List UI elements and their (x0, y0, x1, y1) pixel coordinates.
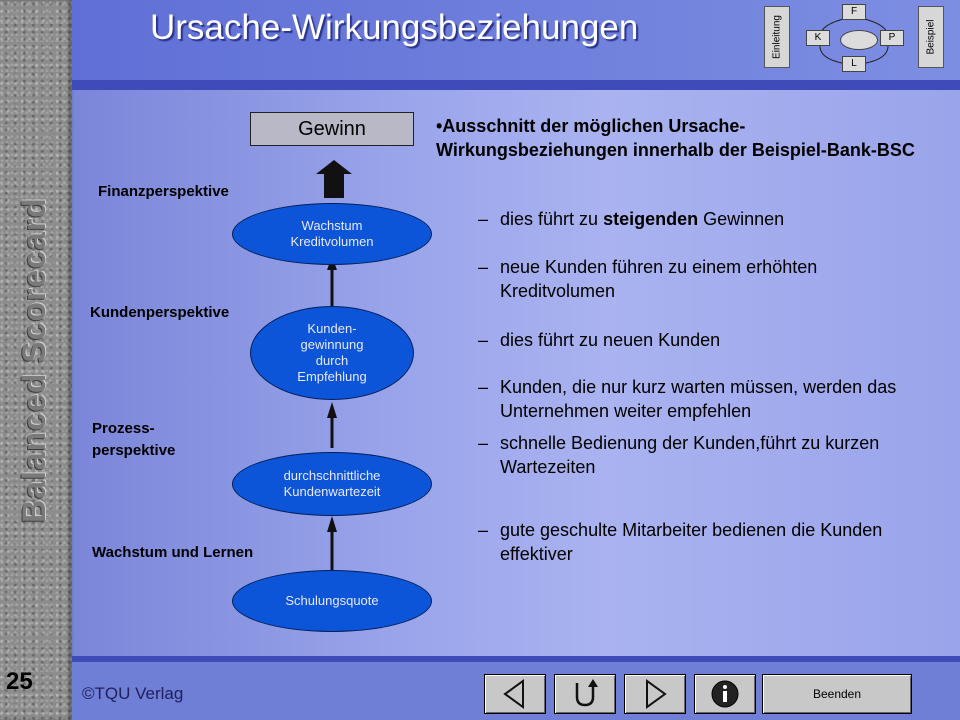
nav-box-l[interactable]: L (842, 56, 866, 72)
node-schulungsquote: Schulungsquote (232, 570, 432, 632)
nav-tab-einleitung-label: Einleitung (771, 15, 783, 59)
footer-divider (72, 656, 960, 662)
bullet-item: – dies führt zu steigenden Gewinnen (478, 208, 918, 232)
return-icon (575, 679, 598, 707)
dash-marker: – (478, 257, 489, 277)
header-divider (72, 80, 960, 90)
label-kundenperspektive: Kundenperspektive (90, 304, 230, 321)
bullet-text-bold: steigenden (603, 209, 699, 229)
sidebar-strip (0, 0, 72, 720)
nav-box-f[interactable]: F (842, 4, 866, 20)
back-button[interactable] (484, 674, 546, 714)
diagram-arrows (316, 160, 352, 570)
bullet-item-text: dies führt zu neuen Kunden (500, 330, 721, 350)
bullet-item: – dies führt zu neuen Kunden (478, 329, 918, 353)
nav-box-p[interactable]: P (880, 30, 904, 46)
page-number: 25 (6, 668, 33, 695)
bullet-text-part: Gewinnen (698, 209, 785, 229)
back-icon (503, 679, 524, 709)
content-panel (74, 90, 960, 656)
bullet-item-text: schnelle Bedienung der Kunden,führt zu k… (500, 433, 880, 477)
copyright: ©TQU Verlag (82, 684, 184, 703)
label-prozessperspektive: Prozess- perspektive (92, 420, 176, 459)
bullet-item-text: dies führt zu steigenden Gewinnen (500, 208, 918, 232)
bullet-item: – Kunden, die nur kurz warten müssen, we… (478, 376, 918, 424)
dash-marker: – (478, 330, 489, 350)
nav-tab-einleitung[interactable]: Einleitung (764, 6, 790, 68)
bullet-item: – neue Kunden führen zu einem erhöhten K… (478, 256, 918, 304)
bullet-text-part: dies führt zu (500, 209, 604, 229)
forward-icon (646, 679, 667, 709)
info-icon (711, 680, 739, 708)
bullet-main: •Ausschnitt der möglichen Ursache-Wirkun… (436, 116, 915, 161)
info-button[interactable] (694, 674, 756, 714)
nav-tab-beispiel[interactable]: Beispiel (918, 6, 944, 68)
gewinn-box: Gewinn (250, 112, 414, 146)
dash-marker: – (478, 433, 489, 453)
label-finanzperspektive: Finanzperspektive (98, 183, 229, 200)
bullet-item-text: Kunden, die nur kurz warten müssen, werd… (500, 377, 897, 421)
end-button[interactable]: Beenden (762, 674, 912, 714)
nav-box-k[interactable]: K (806, 30, 830, 46)
dash-marker: – (478, 520, 489, 540)
dash-marker: – (478, 377, 489, 397)
forward-button[interactable] (624, 674, 686, 714)
nav-tab-beispiel-label: Beispiel (925, 19, 937, 55)
label-wachstum-lernen: Wachstum und Lernen (92, 544, 254, 561)
bullet-item: – gute geschulte Mitarbeiter bedienen di… (478, 519, 918, 567)
nav-center-ellipse (840, 30, 878, 50)
bullet-item: – schnelle Bedienung der Kunden,führt zu… (478, 432, 918, 480)
bullet-item-text: gute geschulte Mitarbeiter bedienen die … (500, 520, 883, 564)
sidebar-title: Balanced Scorecard (16, 197, 52, 523)
bullet-item-text: neue Kunden führen zu einem erhöhten Kre… (500, 257, 818, 301)
page-title: Ursache-Wirkungsbeziehungen (150, 8, 639, 47)
dash-marker: – (478, 209, 489, 229)
return-button[interactable] (554, 674, 616, 714)
